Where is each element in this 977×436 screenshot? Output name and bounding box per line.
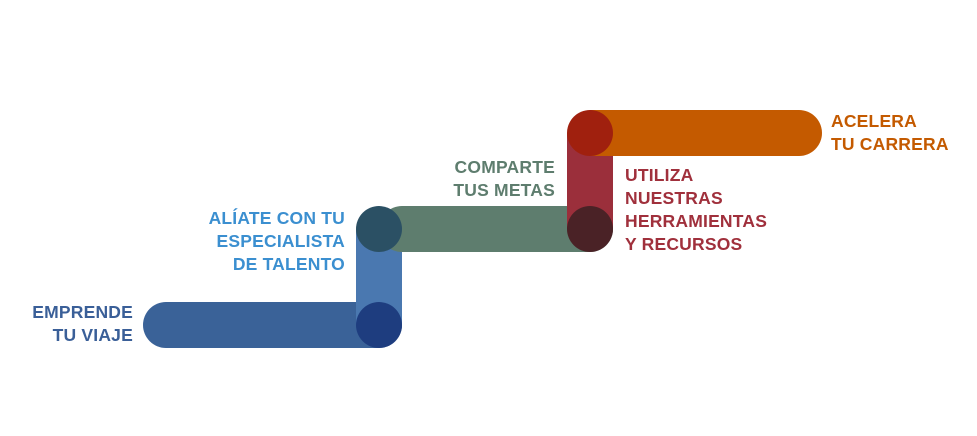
step-1-joint <box>356 302 402 348</box>
label-line: ESPECIALISTA <box>216 231 345 251</box>
label-line: ALÍATE CON TU <box>208 208 345 228</box>
label-line: UTILIZA <box>625 165 694 185</box>
label-line: TU VIAJE <box>52 325 133 345</box>
label-line: COMPARTE <box>454 157 555 177</box>
step-3-bar <box>379 206 613 252</box>
label-line: Y RECURSOS <box>625 234 743 254</box>
label-line: HERRAMIENTAS <box>625 211 768 231</box>
label-line: NUESTRAS <box>625 188 723 208</box>
step-3-label: COMPARTE TUS METAS <box>453 156 555 202</box>
label-line: ACELERA <box>831 111 917 131</box>
step-5-label: ACELERA TU CARRERA <box>831 110 949 156</box>
label-line: TU CARRERA <box>831 134 949 154</box>
step-1-label: EMPRENDE TU VIAJE <box>32 301 133 347</box>
step-4-joint <box>567 110 613 156</box>
label-line: EMPRENDE <box>32 302 133 322</box>
step-4-label: UTILIZA NUESTRAS HERRAMIENTAS Y RECURSOS <box>625 164 767 256</box>
step-5-bar <box>590 110 822 156</box>
label-line: TUS METAS <box>453 180 555 200</box>
label-line: DE TALENTO <box>232 254 345 274</box>
step-2-joint <box>356 206 402 252</box>
step-3-joint <box>567 206 613 252</box>
step-1-bar <box>143 302 402 348</box>
step-2-label: ALÍATE CON TU ESPECIALISTA DE TALENTO <box>209 207 345 276</box>
